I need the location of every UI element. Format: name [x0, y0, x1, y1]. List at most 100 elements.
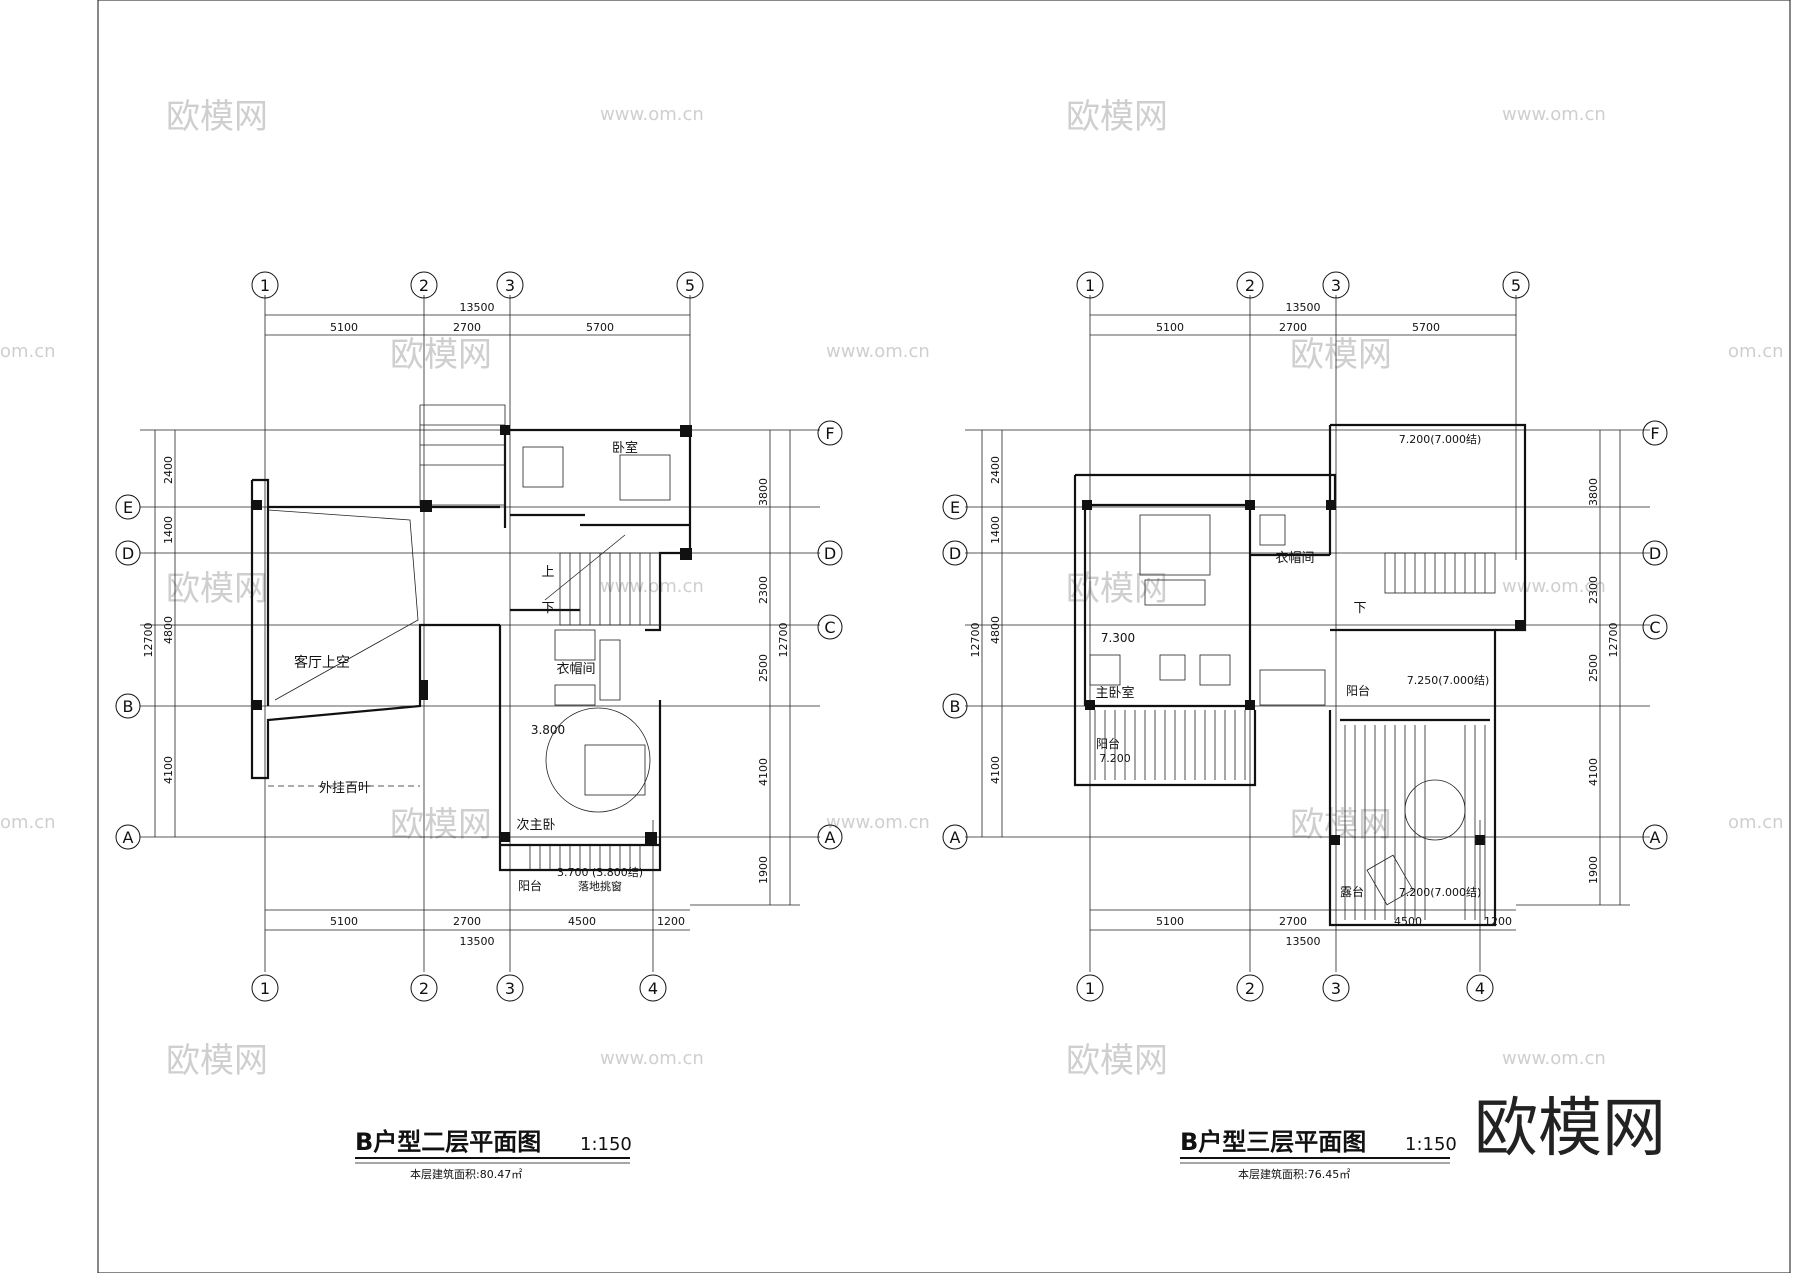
room-label-terrace: 露台	[1340, 884, 1364, 899]
dim-segment: 4100	[162, 756, 175, 784]
watermark-url: www.om.cn	[600, 104, 704, 125]
dim-segment: 5100	[1156, 321, 1184, 334]
axis-bubbles-bottom: 1 2 3 4	[251, 974, 667, 1002]
balcony-hatch	[1094, 710, 1486, 920]
balcony-hatch	[529, 845, 641, 870]
dim-segment: 1900	[1587, 856, 1600, 884]
axis-label: 2	[1245, 979, 1255, 998]
axis-label: 1	[260, 276, 270, 295]
stair-up-label: 上	[541, 565, 554, 580]
dim-segment: 4500	[568, 915, 596, 928]
dim-segment: 1900	[757, 856, 770, 884]
plan-title: B户型三层平面图	[1180, 1128, 1366, 1156]
axis-label: 4	[648, 979, 658, 998]
dim-segment: 4100	[757, 758, 770, 786]
level-mark: 3.700 (3.800结)	[557, 866, 643, 879]
stair	[1384, 552, 1496, 594]
dim-segment: 2300	[757, 576, 770, 604]
axis-label: 5	[685, 276, 695, 295]
dim-total-right: 12700	[777, 623, 790, 658]
watermark-cn: 欧模网	[1066, 1041, 1168, 1081]
level-mark: 7.200	[1099, 752, 1131, 765]
watermark-url: www.om.cn	[826, 341, 930, 362]
dim-segment: 4800	[162, 616, 175, 644]
row-label: C	[824, 618, 835, 637]
dim-segment: 5700	[586, 321, 614, 334]
axis-label: 3	[1331, 276, 1341, 295]
watermark-cn: 欧模网	[390, 335, 492, 375]
watermark-cn: 欧模网	[166, 97, 268, 137]
level-mark: 7.200(7.000结)	[1399, 433, 1482, 446]
row-bubbles-left: E D B A	[115, 494, 141, 850]
dim-total-top: 13500	[1286, 301, 1321, 314]
row-bubbles-right: F D C A	[817, 420, 843, 850]
watermark-cn: 欧模网	[1066, 569, 1168, 609]
axis-label: 3	[505, 979, 515, 998]
room-label-living-void: 客厅上空	[294, 654, 350, 671]
area-note: 本层建筑面积:76.45㎡	[1238, 1167, 1350, 1181]
dim-segment: 2500	[1587, 654, 1600, 682]
dim-segment: 3800	[757, 478, 770, 506]
dim-segment: 2300	[1587, 576, 1600, 604]
window-note: 落地挑窗	[578, 879, 622, 893]
row-label: F	[1650, 424, 1659, 443]
dim-segment: 2700	[1279, 321, 1307, 334]
watermark-url: www.om.cn	[1502, 104, 1606, 125]
watermark-url: www.om.cn	[600, 1048, 704, 1069]
furniture	[1089, 514, 1466, 906]
grid-lines	[965, 295, 1650, 972]
row-label: D	[1649, 544, 1661, 563]
axis-bubbles-bottom: 1 2 3 4	[1076, 974, 1494, 1002]
watermark-url-cut: om.cn	[0, 812, 56, 833]
area-note: 本层建筑面积:80.47㎡	[410, 1167, 522, 1181]
axis-label: 1	[260, 979, 270, 998]
level-mark: 3.800	[531, 723, 565, 737]
watermark-url: www.om.cn	[1502, 1048, 1606, 1069]
stair	[544, 534, 661, 626]
louver-label: 外挂百叶	[319, 781, 371, 796]
axis-label: 5	[1511, 276, 1521, 295]
dim-total-bottom: 13500	[460, 935, 495, 948]
axis-label: 1	[1085, 276, 1095, 295]
dim-total-right: 12700	[1607, 623, 1620, 658]
axis-bubbles-top: 1 2 3 5	[251, 271, 704, 299]
dim-total-left: 12700	[969, 623, 982, 658]
room-label-closet: 衣帽间	[556, 661, 595, 677]
row-label: A	[825, 828, 836, 847]
level-mark: 7.200(7.000结)	[1399, 886, 1482, 899]
room-label-closet: 衣帽间	[1275, 550, 1314, 566]
row-label: A	[123, 828, 134, 847]
room-label-balcony: 阳台	[518, 878, 542, 893]
room-label-balcony: 阳台	[1096, 736, 1120, 751]
dim-segment: 4800	[989, 616, 1002, 644]
dim-total-left: 12700	[142, 623, 155, 658]
plan-left: 1 2 3 5 1 2 3 4 E D B A	[115, 271, 843, 1181]
dim-segment: 1400	[162, 516, 175, 544]
row-label: F	[825, 424, 834, 443]
plan-scale: 1:150	[1405, 1134, 1457, 1155]
row-bubbles-left: E D B A	[942, 494, 968, 850]
watermark-url-cut: om.cn	[1728, 812, 1784, 833]
dim-segment: 1200	[657, 915, 685, 928]
row-label: E	[123, 498, 133, 517]
furniture	[522, 446, 671, 813]
stair-down-label: 下	[541, 601, 554, 616]
row-label: C	[1649, 618, 1660, 637]
dim-segment: 2700	[453, 321, 481, 334]
row-label: B	[123, 697, 134, 716]
stair-down-label: 下	[1353, 601, 1366, 616]
dim-segment: 4100	[989, 756, 1002, 784]
axis-label: 2	[419, 979, 429, 998]
row-label: D	[122, 544, 134, 563]
dim-segment: 5100	[330, 915, 358, 928]
row-label: A	[950, 828, 961, 847]
dim-segment: 5100	[330, 321, 358, 334]
watermark-cn: 欧模网	[1290, 335, 1392, 375]
room-label-balcony: 阳台	[1346, 683, 1370, 698]
dim-segment: 2500	[757, 654, 770, 682]
watermark-url: www.om.cn	[826, 812, 930, 833]
axis-label: 2	[1245, 276, 1255, 295]
sheet-frame	[97, 0, 1791, 1274]
dim-segment: 5700	[1412, 321, 1440, 334]
